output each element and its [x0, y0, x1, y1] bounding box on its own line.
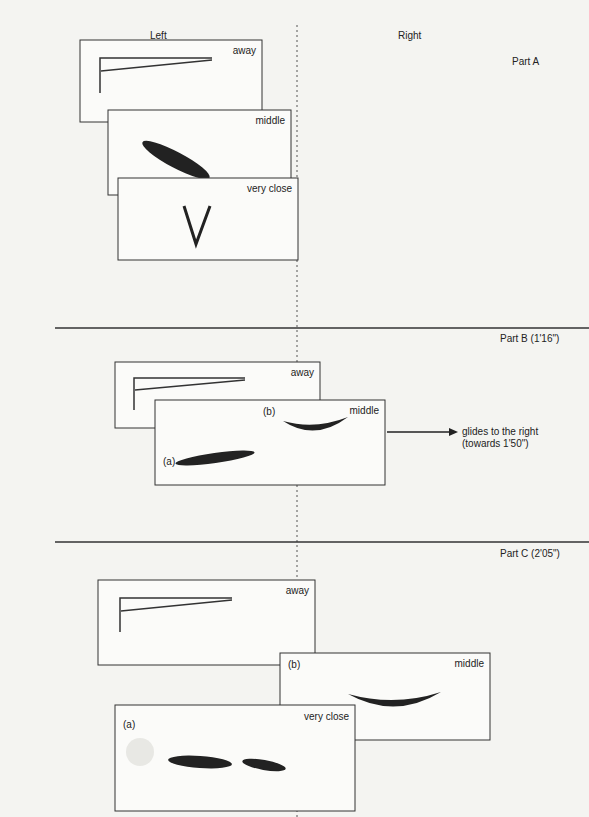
view-panel: away — [80, 40, 262, 122]
section-rule — [55, 327, 589, 329]
section-rule — [55, 541, 589, 543]
side-heading: Right — [398, 30, 421, 42]
arrow-head — [449, 428, 458, 436]
view-panel: (b) middle — [280, 653, 490, 740]
panel-label: (a) — [163, 456, 175, 468]
glide-arrow — [387, 431, 452, 432]
view-panel: (b) middle (a) — [155, 400, 385, 485]
panel-c-very-close — [115, 705, 355, 811]
view-panel: very close (a) — [115, 705, 355, 811]
panel-label: away — [286, 585, 309, 597]
panel-label: (b) — [288, 659, 300, 671]
panel-label: very close — [304, 711, 349, 723]
panel-b-middle — [155, 400, 385, 485]
view-panel: middle — [108, 110, 291, 195]
view-panel: away — [98, 580, 315, 665]
part-label: Part C (2'05") — [500, 548, 560, 560]
panel-label: (b) — [263, 406, 275, 418]
panel-label: (a) — [123, 719, 135, 731]
part-label: Part B (1'16") — [500, 333, 559, 345]
panel-label: very close — [247, 183, 292, 195]
panel-label: middle — [256, 115, 285, 127]
view-panel: away — [115, 362, 320, 428]
panel-label: away — [233, 45, 256, 57]
part-label: Part A — [512, 56, 539, 68]
side-heading: Left — [150, 30, 167, 42]
view-panel: very close — [118, 178, 298, 260]
panel-c-away — [98, 580, 315, 665]
panel-label: away — [291, 367, 314, 379]
panel-label: middle — [350, 405, 379, 417]
panel-a-very-close — [118, 178, 298, 260]
panel-label: middle — [455, 658, 484, 670]
annotation: glides to the right (towards 1'50") — [462, 426, 572, 450]
